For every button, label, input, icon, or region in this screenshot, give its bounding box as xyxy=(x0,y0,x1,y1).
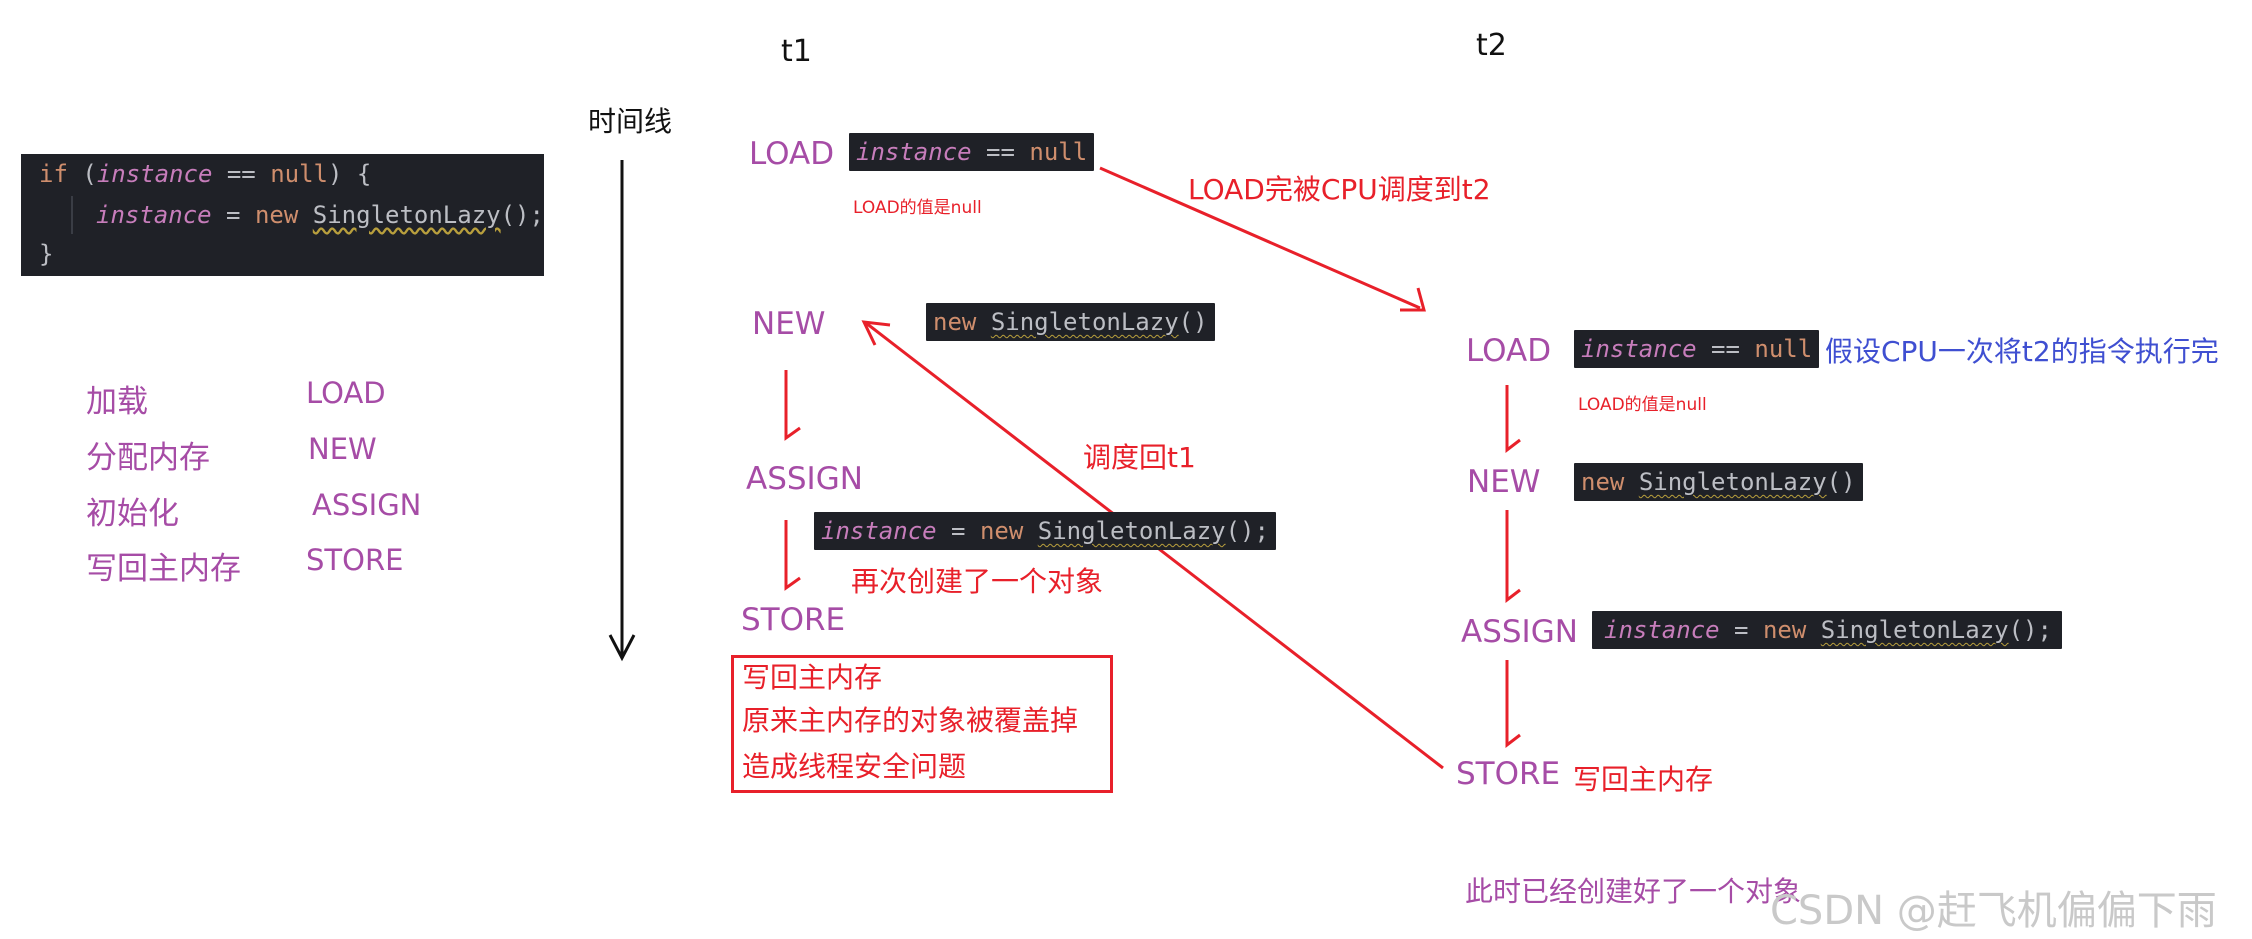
op-eq: == xyxy=(212,160,271,188)
switch-to-t2-label: LOAD完被CPU调度到t2 xyxy=(1188,173,1491,206)
t2-new-label: NEW xyxy=(1467,464,1541,500)
paren-close: ) { xyxy=(328,160,372,188)
t1-arrow-assign-store xyxy=(784,520,801,591)
class-name: SingletonLazy xyxy=(990,308,1179,336)
t2-load-code: instance == null xyxy=(1574,330,1820,368)
kw-new: new xyxy=(1762,616,1807,644)
call-end: () xyxy=(1178,308,1208,336)
var-instance: instance xyxy=(856,138,972,166)
t2-arrow-new-assign xyxy=(1505,510,1521,604)
switch-to-t2-arrow-head xyxy=(1400,287,1426,312)
t2-footer-note: 此时已经创建好了一个对象 xyxy=(1465,875,1802,908)
t2-arrow-assign-store xyxy=(1505,660,1521,749)
call-end: (); xyxy=(1225,517,1269,545)
var-instance: instance xyxy=(96,201,212,229)
t1-load-code: instance == null xyxy=(849,133,1095,171)
timeline-arrow-head xyxy=(608,634,636,662)
watermark: CSDN @赶飞机偏偏下雨 xyxy=(1770,888,2217,934)
t2-label: t2 xyxy=(1476,28,1507,63)
code-line-2: instance = new SingletonLazy(); xyxy=(96,195,544,236)
kw-if: if xyxy=(39,160,68,188)
kw-null: null xyxy=(1754,335,1813,363)
kw-new: new xyxy=(1581,468,1625,496)
t2-arrow-load-new xyxy=(1505,385,1521,454)
op-assign: = xyxy=(1719,616,1763,644)
t2-load-label: LOAD xyxy=(1466,333,1552,369)
code-line-1: if (instance == null) { xyxy=(39,154,371,195)
var-instance: instance xyxy=(821,517,937,545)
t1-arrow-new-assign xyxy=(784,370,801,441)
code-snippet: if (instance == null) { instance = new S… xyxy=(21,154,544,276)
call-end: () xyxy=(1826,468,1856,496)
t1-store-label: STORE xyxy=(741,602,846,638)
class-name: SingletonLazy xyxy=(312,201,501,229)
call-end: (); xyxy=(500,201,544,229)
kw-new: new xyxy=(979,517,1024,545)
t1-store-box-line-3: 造成线程安全问题 xyxy=(742,750,967,783)
kw-null: null xyxy=(1029,138,1088,166)
t1-store-box xyxy=(731,655,1113,793)
op-eq: == xyxy=(971,138,1030,166)
t1-load-label: LOAD xyxy=(749,136,835,172)
legend-en-new: NEW xyxy=(308,432,377,466)
t2-store-label: STORE xyxy=(1456,756,1561,792)
op-eq: == xyxy=(1696,335,1755,363)
t1-load-note: LOAD的值是null xyxy=(853,198,982,218)
t1-assign-code: instance = new SingletonLazy(); xyxy=(814,512,1276,550)
class-name: SingletonLazy xyxy=(1820,616,2009,644)
op-assign: = xyxy=(936,517,980,545)
t1-store-box-line-2: 原来主内存的对象被覆盖掉 xyxy=(742,704,1079,737)
legend-cn-load: 加载 xyxy=(86,384,148,420)
kw-null: null xyxy=(270,160,328,188)
class-name: SingletonLazy xyxy=(1037,517,1226,545)
indent-guide xyxy=(71,196,73,234)
t1-new-code: new SingletonLazy() xyxy=(926,303,1215,341)
timeline-label: 时间线 xyxy=(588,105,673,138)
op-assign: = xyxy=(211,201,255,229)
legend-en-assign: ASSIGN xyxy=(312,488,422,522)
code-line-3: } xyxy=(39,240,54,268)
class-name: SingletonLazy xyxy=(1638,468,1827,496)
kw-new: new xyxy=(933,308,977,336)
var-instance: instance xyxy=(96,160,213,188)
switch-to-t2-arrow xyxy=(1099,166,1421,310)
t1-new-label: NEW xyxy=(752,306,826,342)
var-instance: instance xyxy=(1604,616,1720,644)
legend-cn-new: 分配内存 xyxy=(86,440,210,476)
switch-back-t1-arrow-head xyxy=(861,320,891,346)
call-end: (); xyxy=(2008,616,2052,644)
kw-new: new xyxy=(254,201,299,229)
t2-assumption: 假设CPU一次将t2的指令执行完 xyxy=(1825,335,2219,368)
t2-new-code: new SingletonLazy() xyxy=(1574,463,1863,501)
t1-assign-label: ASSIGN xyxy=(746,461,863,497)
t2-store-note: 写回主内存 xyxy=(1573,763,1714,796)
legend-cn-assign: 初始化 xyxy=(86,496,179,532)
t1-label: t1 xyxy=(781,34,812,69)
space xyxy=(298,201,312,229)
legend-cn-store: 写回主内存 xyxy=(86,551,241,587)
paren-open: ( xyxy=(67,160,97,188)
legend-en-store: STORE xyxy=(306,543,404,577)
var-instance: instance xyxy=(1581,335,1697,363)
t1-store-box-line-1: 写回主内存 xyxy=(742,661,883,694)
t1-assign-note: 再次创建了一个对象 xyxy=(851,565,1104,598)
t2-load-note: LOAD的值是null xyxy=(1578,395,1707,415)
legend-en-load: LOAD xyxy=(306,376,386,410)
t2-assign-code: instance = new SingletonLazy(); xyxy=(1592,611,2062,649)
switch-back-t1-label: 调度回t1 xyxy=(1083,441,1196,474)
t2-assign-label: ASSIGN xyxy=(1461,614,1578,650)
